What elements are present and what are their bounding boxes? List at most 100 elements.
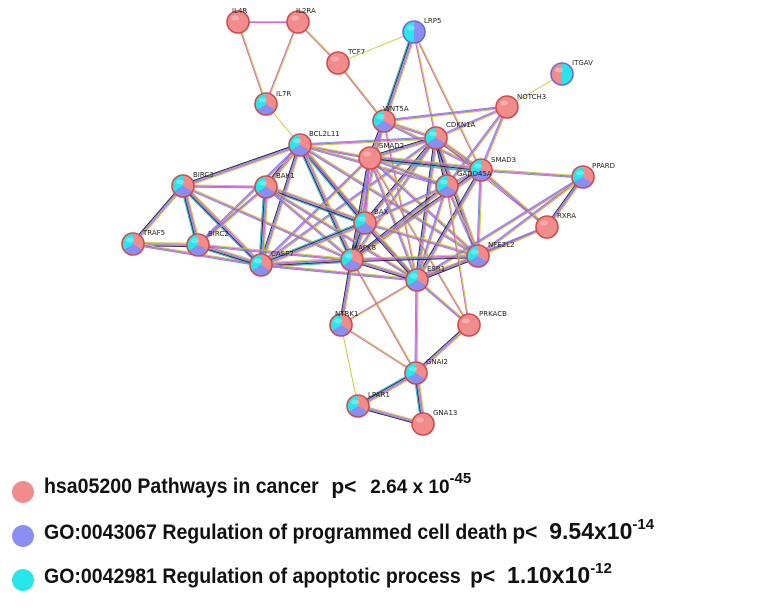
node-slice-cell-death xyxy=(355,223,375,234)
edge-lrp5-wnt5a xyxy=(381,31,417,122)
edge-casp7-esr1 xyxy=(260,263,418,282)
edge-birc3-traf5 xyxy=(131,184,185,246)
node-tcf7[interactable]: TCF7 xyxy=(326,48,365,75)
node-slice-cell-death xyxy=(426,138,446,149)
node-nfe2l2[interactable]: NFE2L2 xyxy=(466,241,515,268)
node-fill xyxy=(359,147,381,169)
node-prkacb[interactable]: PRKACB xyxy=(457,310,507,337)
node-lrp5[interactable]: LRP5 xyxy=(402,17,441,44)
node-ntrk1[interactable]: NTRK1 xyxy=(329,310,358,337)
node-label: SMAD3 xyxy=(491,156,516,164)
edge-mapk8-gnai2 xyxy=(351,259,417,374)
edge-bcl2l11-birc3 xyxy=(182,143,301,188)
node-traf5[interactable]: TRAF5 xyxy=(121,229,165,256)
legend-p-exponent: -14 xyxy=(632,515,655,533)
node-highlight xyxy=(331,56,339,62)
node-highlight xyxy=(416,417,424,423)
legend-p-prefix: p< xyxy=(512,521,544,544)
node-slice-cell-death xyxy=(468,256,488,267)
node-label: BAK1 xyxy=(276,172,295,180)
node-cdkn1a[interactable]: CDKN1A xyxy=(424,121,476,150)
legend-item-cancer: hsa05200 Pathways in cancer p< 2.64 x 10… xyxy=(12,470,471,510)
node-outline xyxy=(326,51,350,75)
node-outline xyxy=(571,165,595,189)
node-highlight xyxy=(291,15,299,21)
node-highlight xyxy=(500,100,508,106)
node-highlight xyxy=(471,249,479,255)
node-lpar1[interactable]: LPAR1 xyxy=(346,391,390,418)
edge-cdkn1a-bcl2l11 xyxy=(299,136,437,147)
node-smad2[interactable]: SMAD2 xyxy=(358,142,404,170)
node-label: IL2RA xyxy=(296,7,316,15)
node-outline xyxy=(405,268,429,292)
node-outline xyxy=(353,211,377,235)
node-label: IL4R xyxy=(232,7,247,15)
node-il4r[interactable]: IL4R xyxy=(226,7,250,34)
edge-gadd45a-esr1 xyxy=(415,185,449,281)
node-gna13[interactable]: GNA13 xyxy=(411,409,457,436)
legend-term: GO:0043067 Regulation of programmed cell… xyxy=(44,521,508,544)
node-label: PRKACB xyxy=(479,310,507,318)
node-slice-cell-death xyxy=(471,170,491,182)
node-itgav[interactable]: ITGAV xyxy=(550,59,593,86)
node-highlight xyxy=(555,67,563,73)
node-fill xyxy=(412,413,434,435)
node-mapk8[interactable]: MAPK8 xyxy=(340,244,376,272)
node-outline xyxy=(495,95,519,119)
node-slice-cell-death xyxy=(414,21,425,43)
node-outline xyxy=(171,174,195,198)
node-wnt5a[interactable]: WNT5A xyxy=(372,105,409,133)
node-bak1[interactable]: BAK1 xyxy=(254,172,295,199)
node-label: TCF7 xyxy=(347,48,365,56)
edge-bax-casp7 xyxy=(260,220,366,268)
edge-birc3-bak1 xyxy=(182,184,267,189)
node-label: ITGAV xyxy=(572,59,593,67)
apoptotic-process-swatch xyxy=(12,569,34,591)
node-gnai2[interactable]: GNAI2 xyxy=(404,358,448,385)
node-outline xyxy=(329,313,353,337)
edge-smad2-prkacb xyxy=(369,157,470,326)
legend-p-prefix: p< xyxy=(331,475,363,499)
node-bcl2l11[interactable]: BCL2L11 xyxy=(288,130,340,157)
node-slice-cell-death xyxy=(290,145,310,156)
edge-prkacb-gnai2 xyxy=(414,323,471,375)
legend-p-exponent: -12 xyxy=(590,559,612,577)
node-birc2[interactable]: BIRC2 xyxy=(186,230,229,257)
node-ppard[interactable]: PPARD xyxy=(571,162,615,189)
node-il2ra[interactable]: IL2RA xyxy=(286,7,316,34)
node-rxra[interactable]: RXRA xyxy=(535,212,576,239)
node-casp7[interactable]: CASP7 xyxy=(249,250,294,277)
node-slice-cell-death xyxy=(256,104,276,115)
node-highlight xyxy=(293,138,301,144)
node-il7r[interactable]: IL7R xyxy=(254,90,291,116)
node-esr1[interactable]: ESR1 xyxy=(405,265,445,292)
node-highlight xyxy=(334,318,342,324)
edge-tcf7-wnt5a xyxy=(337,62,385,122)
node-highlight xyxy=(377,114,385,120)
node-highlight xyxy=(259,97,267,103)
node-notch3[interactable]: NOTCH3 xyxy=(495,93,546,119)
node-smad3[interactable]: SMAD3 xyxy=(469,156,516,182)
programmed-cell-death-swatch xyxy=(12,525,34,547)
node-bax[interactable]: BAX xyxy=(353,208,389,235)
edge-birc2-mapk8 xyxy=(197,243,353,262)
node-label: ESR1 xyxy=(427,265,445,273)
node-slice-apoptosis xyxy=(403,21,414,43)
node-highlight xyxy=(191,238,199,244)
node-birc3[interactable]: BIRC3 xyxy=(171,171,214,198)
node-label: LRP5 xyxy=(424,17,441,25)
legend-term: hsa05200 Pathways in cancer xyxy=(44,475,319,499)
node-fill xyxy=(458,314,480,336)
node-highlight xyxy=(429,131,437,137)
node-label: IL7R xyxy=(276,90,291,98)
edge-bcl2l11-birc2 xyxy=(196,143,302,247)
node-slice-cell-death xyxy=(573,177,593,189)
node-gadd45a[interactable]: GADD45A xyxy=(435,170,492,198)
legend-p-value: p< 9.54x10-14 xyxy=(512,515,655,545)
edge-bak1-bax xyxy=(265,184,366,226)
edge-smad3-ppard xyxy=(480,168,584,179)
edge-bax-esr1 xyxy=(363,221,419,282)
node-label: BCL2L11 xyxy=(309,130,340,138)
